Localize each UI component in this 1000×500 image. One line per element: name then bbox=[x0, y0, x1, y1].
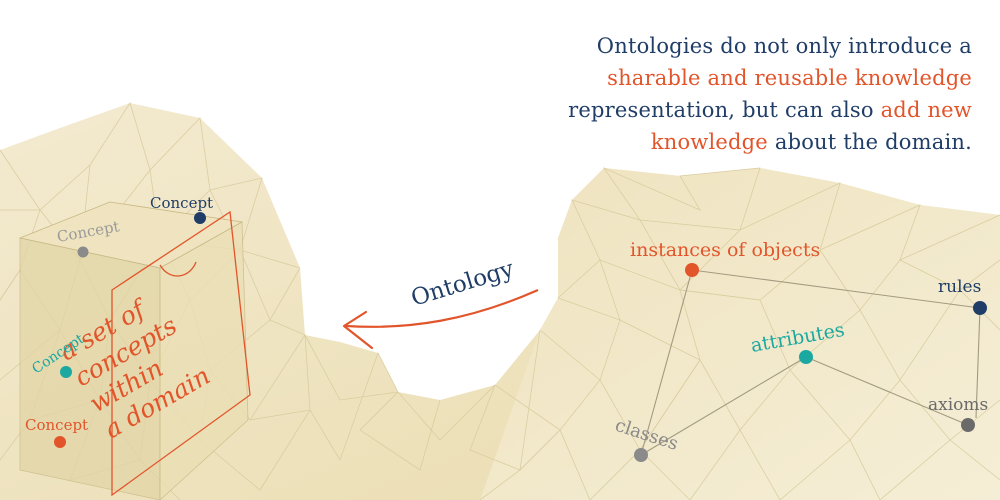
node-classes bbox=[634, 448, 648, 462]
concept-dot-bottom bbox=[54, 436, 66, 448]
graph-edges bbox=[640, 269, 981, 456]
cube-left-face bbox=[19, 237, 161, 500]
concept-label-top: Concept bbox=[150, 194, 213, 212]
concept-dot-back bbox=[77, 246, 89, 258]
node-rules bbox=[973, 301, 987, 315]
concept-dot-top bbox=[194, 212, 206, 224]
intro-text-3: about the domain. bbox=[774, 130, 972, 154]
intro-text-2: representation, but can also bbox=[568, 98, 874, 122]
node-label-axioms: axioms bbox=[928, 395, 988, 415]
cube-outline bbox=[111, 210, 251, 497]
node-label-instances: instances of objects bbox=[630, 239, 820, 261]
node-instances bbox=[685, 263, 699, 277]
concept-label-bottom: Concept bbox=[25, 416, 88, 434]
arrow-shaft bbox=[345, 288, 539, 328]
arrow-head bbox=[342, 310, 374, 350]
arrow-label: Ontology bbox=[408, 256, 517, 312]
node-attributes bbox=[799, 350, 813, 364]
ontology-arrow: Ontology bbox=[342, 256, 539, 350]
concept-cube: a set of concepts within a domain Concep… bbox=[18, 194, 251, 500]
intro-text-1: Ontologies do not only introduce a bbox=[596, 34, 972, 58]
cube-right-face bbox=[159, 221, 249, 500]
node-axioms bbox=[961, 418, 975, 432]
intro-paragraph: Ontologies do not only introduce a shara… bbox=[492, 30, 972, 158]
intro-highlight-1: sharable and reusable knowledge bbox=[607, 66, 972, 90]
node-label-rules: rules bbox=[938, 277, 981, 297]
intro-highlight-2: add new knowledge bbox=[650, 98, 972, 154]
concept-dot-middle bbox=[60, 366, 72, 378]
